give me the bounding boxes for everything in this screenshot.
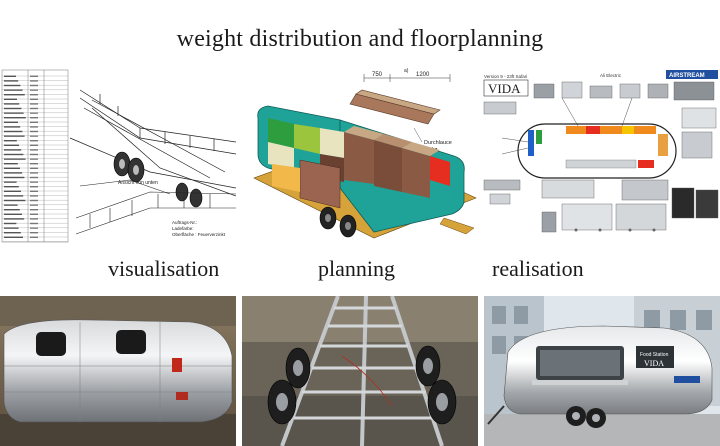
floorplan-drawing: Version 9 - 23ft Safari VIDA AIRSTREAM A… [482, 68, 720, 244]
sign-food-station: Food Station [640, 352, 669, 358]
annotation-order-number: Auftrags-Nr.: [172, 220, 197, 225]
floorplan-equipment-layout: Version 9 - 23ft Safari VIDA AIRSTREAM A… [482, 68, 720, 244]
caption-planning: planning [318, 256, 395, 281]
vida-logo: VIDA [488, 81, 521, 96]
chassis-image [242, 296, 478, 446]
airstream-logo: AIRSTREAM [669, 73, 705, 79]
annotation-surface: Oberfläche : Feuerverzinkt [172, 232, 226, 237]
annotation-bottom-view: Ansicht von unten [118, 180, 158, 186]
finished-trailer-image: Food Station VIDA [484, 296, 720, 446]
annotation-color: Ladefarbe: [172, 226, 194, 231]
weight-distribution-sheet: Ansicht von unten Auftrags-Nr.: Ladefarb… [0, 68, 236, 244]
weight-distribution-3d-model: 750 1200 a) Durchlauce 75 kg [244, 68, 480, 244]
photo-stripped-trailer [0, 296, 236, 446]
dimension-b: 1200 [416, 72, 430, 78]
page-heading: weight distribution and floorplanning [176, 26, 544, 52]
stripped-trailer-image [0, 296, 236, 446]
dimension-c: a) [404, 68, 409, 74]
floorplan-version: Version 9 - 23ft Safari [484, 74, 527, 79]
load-label: Durchlauce [424, 140, 452, 146]
dimension-a: 750 [372, 72, 383, 78]
sign-vida: VIDA [644, 359, 664, 368]
weight-sheet-drawing: Ansicht von unten Auftrags-Nr.: Ladefarb… [0, 68, 236, 244]
photo-finished-food-trailer: Food Station VIDA [484, 296, 720, 446]
caption-realisation: realisation [492, 256, 584, 281]
photo-galvanized-chassis [242, 296, 478, 446]
caption-visualisation: visualisation [108, 256, 220, 281]
appliance-tag: Ali Electric [600, 73, 622, 78]
model-3d-drawing: 750 1200 a) Durchlauce 75 kg [244, 68, 480, 244]
